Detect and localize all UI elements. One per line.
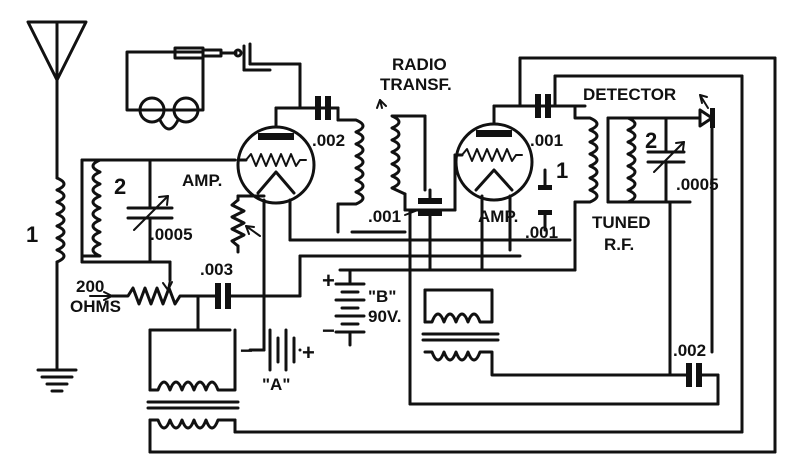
- label-plus-a: +: [302, 340, 315, 365]
- capacitor-002-bottom: [668, 200, 720, 406]
- label-minus-a: −: [240, 338, 253, 363]
- label-plus-b: +: [322, 268, 335, 293]
- outer-wires: [408, 56, 777, 454]
- label-radio-1: RADIO: [392, 55, 447, 74]
- input-coil-2: [80, 158, 237, 264]
- filament-rheostat-left: [230, 194, 266, 254]
- label-cap-0005-right: .0005: [676, 175, 719, 194]
- label-cap-001-mid: .001: [368, 207, 401, 226]
- tube-amp-right: [453, 104, 587, 272]
- label-coil-1-right: 1: [556, 158, 568, 183]
- antenna-coil-1: [55, 176, 66, 370]
- capacitor-001-top: [518, 94, 577, 118]
- label-cap-0005-left: .0005: [150, 225, 193, 244]
- capacitor-001-right: [538, 168, 552, 232]
- label-cap-003: .003: [200, 260, 233, 279]
- label-coil-2-left: 2: [114, 174, 126, 199]
- label-coil-2-right: 2: [645, 128, 657, 153]
- audio-transformer-right: [421, 288, 502, 377]
- bus-wires: [256, 214, 577, 352]
- radio-transformer-secondary: [376, 99, 457, 212]
- label-cap-001-top: .001: [530, 131, 563, 150]
- battery-b: [334, 268, 366, 347]
- ground-icon: [36, 368, 78, 393]
- label-battery-b-1: "B": [368, 287, 396, 306]
- label-battery-a: "A": [262, 375, 290, 394]
- phone-jack-icon: [242, 42, 302, 110]
- label-tuned-2: R.F.: [604, 235, 634, 254]
- audio-transformer-left: [146, 328, 777, 454]
- antenna-icon: [26, 20, 88, 180]
- headphones-icon: [125, 46, 243, 131]
- label-amp-right: AMP.: [478, 207, 518, 226]
- label-cap-001-right: .001: [525, 223, 558, 242]
- variable-capacitor-0005-right: [646, 116, 686, 204]
- label-cap-002-top: .002: [312, 131, 345, 150]
- label-ohms: OHMS: [70, 297, 121, 316]
- label-amp-left: AMP.: [182, 171, 222, 190]
- label-detector: DETECTOR: [583, 85, 676, 104]
- label-battery-b-2: 90V.: [368, 307, 401, 326]
- capacitor-002-top: [298, 96, 340, 122]
- label-tuned-1: TUNED: [592, 213, 651, 232]
- tube-amp-left: [236, 106, 340, 262]
- label-radio-2: TRANSF.: [380, 75, 452, 94]
- label-cap-002-bottom: .002: [673, 341, 706, 360]
- rheostat-200-ohms: [89, 260, 232, 392]
- label-coil-1-left: 1: [26, 222, 38, 247]
- rf-coil-1-right: [573, 104, 599, 252]
- capacitor-003: [196, 283, 260, 309]
- label-res-200: 200: [76, 277, 104, 296]
- variable-capacitor-0005-left: [126, 158, 174, 264]
- radio-transformer-primary: [336, 118, 365, 234]
- detector-icon: [688, 94, 715, 354]
- label-minus-b: −: [322, 318, 335, 343]
- battery-a: [248, 328, 302, 372]
